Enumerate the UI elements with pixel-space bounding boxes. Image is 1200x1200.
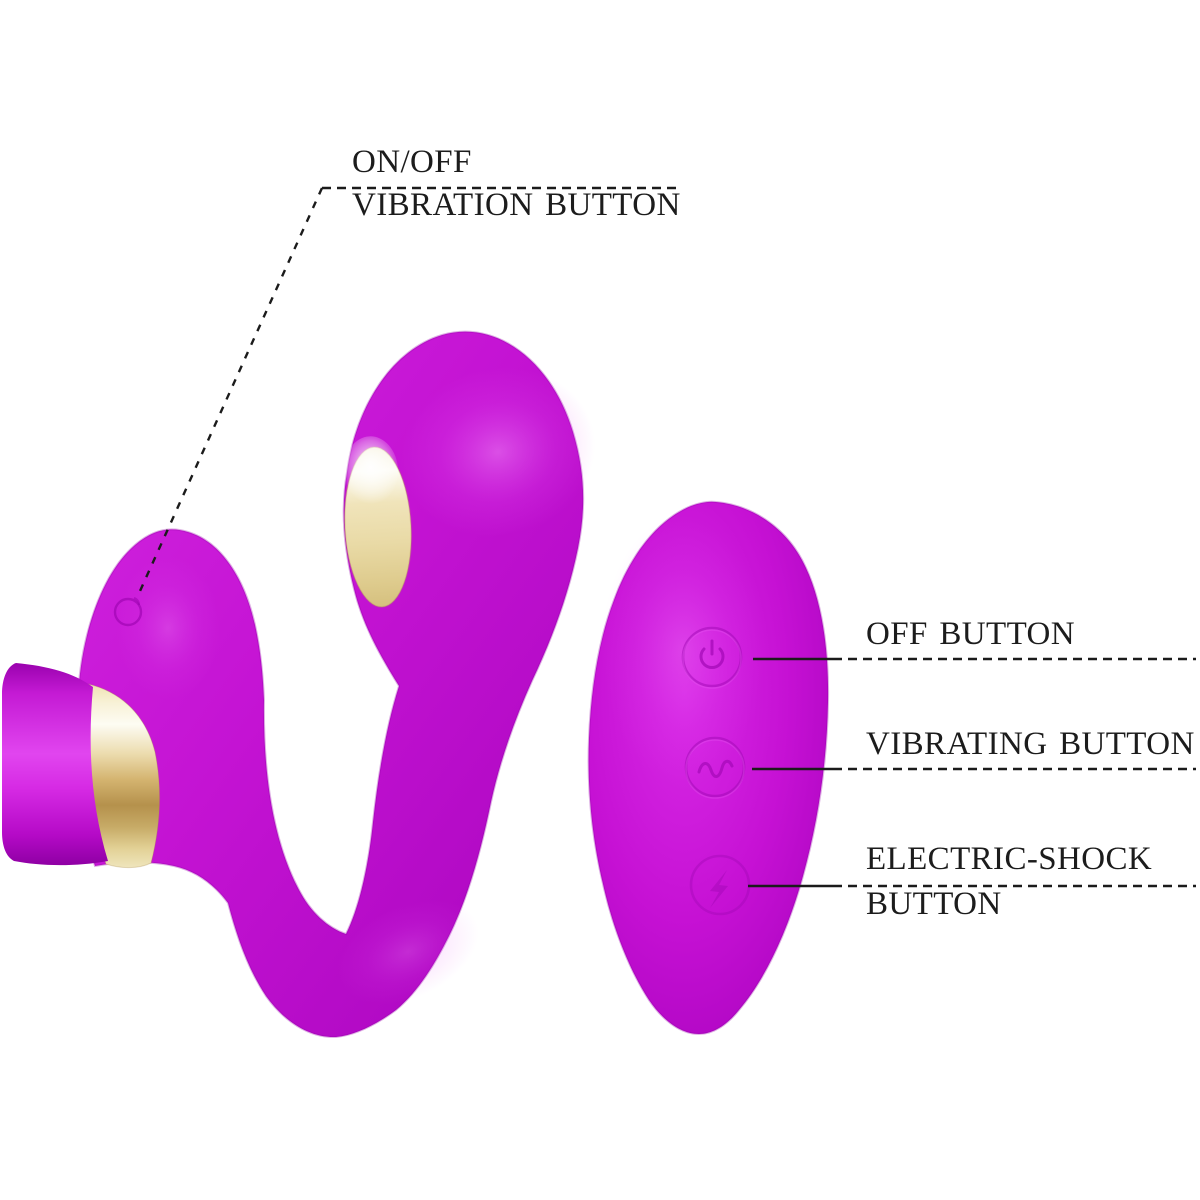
onoff-vibration-button — [113, 597, 143, 627]
gold-oval-highlight — [344, 436, 399, 505]
label-vibrating-button: VIBRATING BUTTON — [866, 726, 1195, 762]
label-electric-shock-line2: BUTTON — [866, 886, 1002, 922]
power-ring-icon — [113, 597, 143, 627]
label-off-button: OFF BUTTON — [866, 616, 1076, 652]
vibrating-button — [684, 736, 746, 799]
curve-highlight — [337, 899, 479, 1005]
handle-shaft — [2, 663, 108, 866]
label-onoff: ON/OFF — [352, 144, 472, 180]
label-vibration-button: VIBRATION BUTTON — [352, 187, 681, 223]
vibration-wave-icon — [697, 759, 734, 778]
power-icon — [699, 647, 725, 669]
off-button-ring-light — [682, 629, 742, 689]
off-button — [681, 626, 743, 689]
power-ring-tick — [133, 597, 140, 606]
off-button-ring — [681, 626, 743, 688]
label-electric-shock-line1: ELECTRIC-SHOCK — [866, 841, 1153, 877]
electric-shock-icon — [710, 870, 728, 908]
leader-line-onoff-diagonal — [138, 187, 324, 592]
arm-highlight — [116, 556, 220, 700]
vibrating-button-ring-light — [685, 739, 745, 799]
vibrating-button-ring — [684, 736, 746, 798]
head-highlight — [400, 367, 596, 537]
